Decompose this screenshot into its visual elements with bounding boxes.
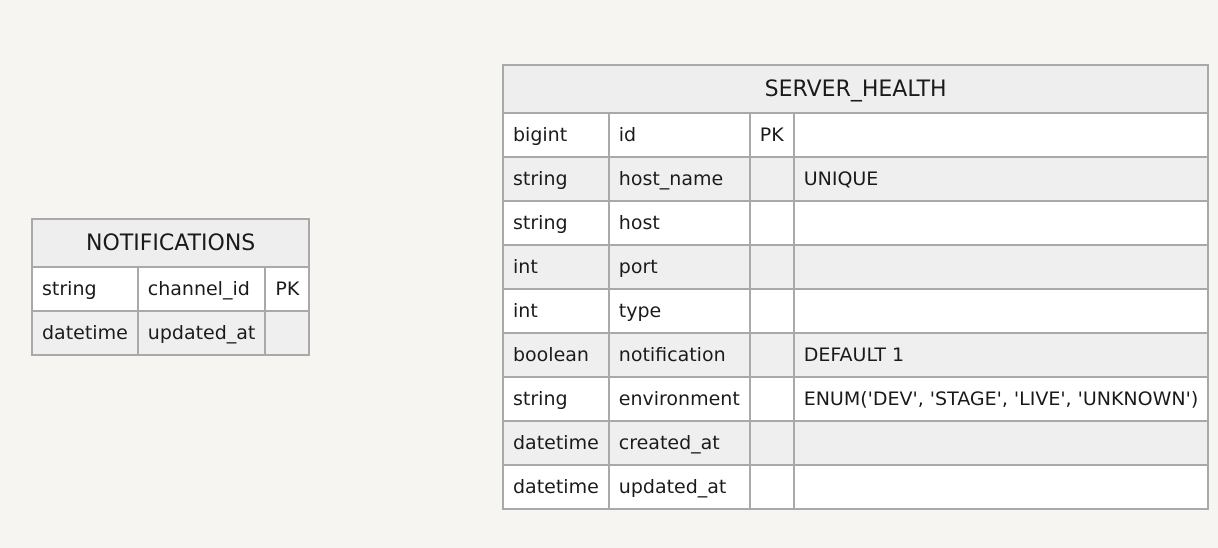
attribute-comment [792,244,1210,290]
attribute-row: datetime updated_at [502,464,1210,510]
attribute-type: string [502,376,610,422]
attribute-comment [792,112,1210,158]
attribute-comment: ENUM('DEV', 'STAGE', 'LIVE', 'UNKNOWN') [792,376,1210,422]
attribute-type: datetime [502,464,610,510]
attribute-key: PK [748,112,795,158]
attribute-comment: DEFAULT 1 [792,332,1210,378]
attribute-key: PK [264,266,311,312]
attribute-name: updated_at [607,464,751,510]
attribute-row: string channel_id PK [31,266,311,312]
attribute-type: int [502,288,610,334]
attribute-key [748,200,795,246]
attribute-type: string [502,156,610,202]
attribute-comment [792,464,1210,510]
attribute-name: channel_id [136,266,267,312]
attribute-name: notification [607,332,751,378]
attribute-row: bigint id PK [502,112,1210,158]
attribute-type: datetime [31,310,139,356]
attribute-key [264,310,311,356]
attribute-name: created_at [607,420,751,466]
entity-title: SERVER_HEALTH [501,64,1210,114]
attribute-type: string [502,200,610,246]
attribute-name: host_name [607,156,751,202]
attribute-key [748,156,795,202]
attribute-key [748,420,795,466]
attribute-row: int type [502,288,1210,334]
attribute-key [748,464,795,510]
entity-title: NOTIFICATIONS [30,218,311,268]
entity-server-health: SERVER_HEALTH bigint id PK string host_n… [501,64,1210,510]
attribute-type: boolean [502,332,610,378]
attribute-comment: UNIQUE [792,156,1210,202]
attribute-name: updated_at [136,310,267,356]
attribute-row: string environment ENUM('DEV', 'STAGE', … [502,376,1210,422]
attribute-name: type [607,288,751,334]
attribute-row: string host [502,200,1210,246]
attribute-row: int port [502,244,1210,290]
entity-notifications: NOTIFICATIONS string channel_id PK datet… [30,218,311,356]
attribute-comment [792,288,1210,334]
attribute-key [748,376,795,422]
attribute-name: id [607,112,751,158]
attribute-type: int [502,244,610,290]
attribute-row: boolean notification DEFAULT 1 [502,332,1210,378]
attribute-name: port [607,244,751,290]
attribute-key [748,332,795,378]
attribute-type: datetime [502,420,610,466]
attribute-row: datetime created_at [502,420,1210,466]
attribute-type: bigint [502,112,610,158]
attribute-comment [792,420,1210,466]
attribute-key [748,288,795,334]
attribute-row: string host_name UNIQUE [502,156,1210,202]
attribute-name: host [607,200,751,246]
attribute-row: datetime updated_at [31,310,311,356]
attribute-type: string [31,266,139,312]
attribute-key [748,244,795,290]
attribute-comment [792,200,1210,246]
attribute-name: environment [607,376,751,422]
